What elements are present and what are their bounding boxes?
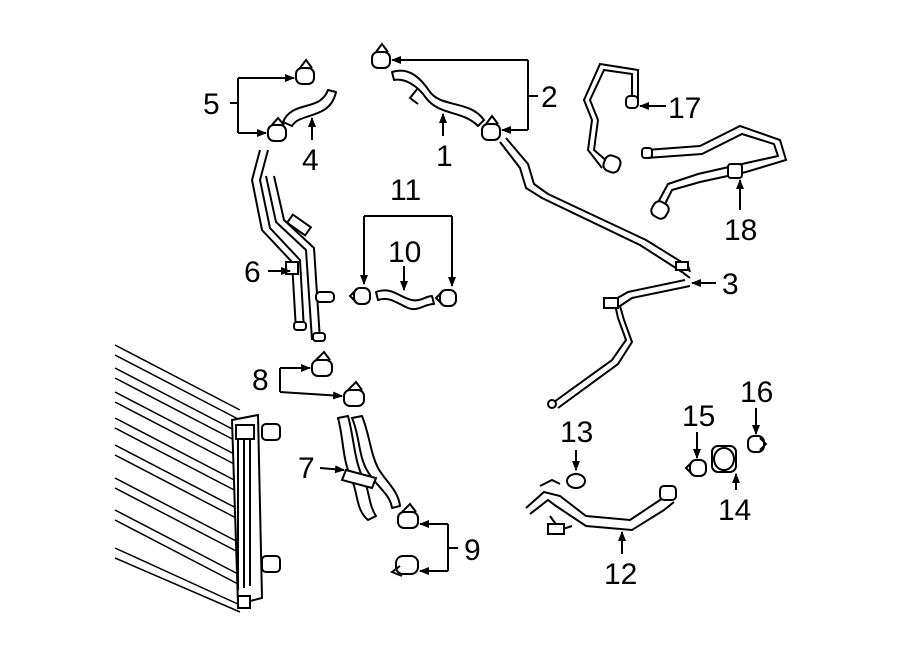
hose-part-7 [337, 415, 401, 521]
pipe-part-6 [250, 149, 335, 342]
callout-17: 17 [668, 92, 701, 125]
callout-14: 14 [718, 494, 751, 527]
clamp-lower-5 [267, 116, 287, 142]
connector-part-14 [711, 445, 737, 473]
callout-4: 4 [302, 144, 319, 177]
callout-9: 9 [464, 534, 481, 567]
callout-7: 7 [298, 452, 315, 485]
callout-3: 3 [722, 268, 739, 301]
callout-8: 8 [252, 364, 269, 397]
clamp-part-15 [684, 459, 707, 477]
callout-15: 15 [682, 400, 715, 433]
clamp-upper-9 [397, 502, 419, 529]
callout-1: 1 [436, 140, 453, 173]
clamp-left-11 [348, 287, 371, 305]
hose-part-1 [391, 69, 485, 127]
clamp-upper-2 [371, 42, 391, 69]
hose-part-17 [582, 62, 639, 174]
clamp-lower-9 [389, 555, 419, 577]
clamp-right-11 [434, 289, 457, 307]
callout-12: 12 [604, 558, 637, 591]
clamp-upper-5 [295, 58, 315, 85]
radiator [114, 344, 281, 613]
hose-part-10 [375, 289, 435, 311]
callout-6: 6 [244, 256, 261, 289]
callout-5: 5 [203, 88, 220, 121]
clamp-lower-2 [481, 114, 501, 141]
clamp-lower-8 [343, 380, 365, 407]
oring-part-13 [566, 473, 586, 489]
callout-13: 13 [560, 416, 593, 449]
hose-part-4 [282, 89, 337, 127]
hose-part-18 [641, 124, 788, 220]
callout-11: 11 [390, 174, 421, 207]
leader-lines [230, 56, 760, 575]
pipe-part-3 [499, 137, 691, 409]
callout-16: 16 [740, 376, 773, 409]
clamp-upper-8 [311, 350, 333, 377]
clamp-part-16 [747, 435, 768, 453]
callout-10: 10 [388, 236, 421, 269]
callout-2: 2 [541, 81, 558, 114]
pipe-part-12 [525, 478, 677, 535]
callout-18: 18 [724, 214, 757, 247]
